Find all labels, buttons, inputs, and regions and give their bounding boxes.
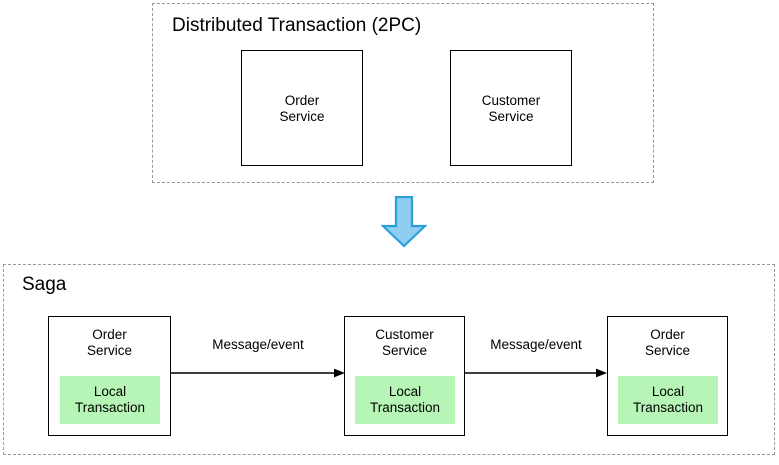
top-customer-service-box[interactable]: Customer Service: [450, 50, 572, 166]
distributed-transaction-title: Distributed Transaction (2PC): [172, 15, 422, 36]
connector-label-1: Message/event: [212, 337, 304, 352]
top-customer-service-label: Customer Service: [481, 93, 541, 124]
saga-order-service-label-2: Order Service: [644, 327, 690, 358]
saga-local-transaction-2: Local Transaction: [355, 376, 455, 424]
top-order-service-label: Order Service: [279, 93, 325, 124]
distributed-transaction-group: [152, 3, 654, 183]
saga-local-transaction-1: Local Transaction: [60, 376, 160, 424]
saga-customer-service-box[interactable]: Customer Service Local Transaction: [344, 316, 465, 436]
down-arrow-icon: [381, 196, 427, 248]
top-order-service-box[interactable]: Order Service: [241, 50, 363, 166]
connector-label-2: Message/event: [490, 337, 582, 352]
saga-order-service-box-2[interactable]: Order Service Local Transaction: [607, 316, 728, 436]
connector-arrow-1: [171, 366, 345, 380]
saga-group: [3, 264, 775, 455]
connector-arrow-2: [465, 366, 607, 380]
saga-customer-service-label: Customer Service: [375, 327, 434, 358]
saga-order-service-box-1[interactable]: Order Service Local Transaction: [48, 316, 171, 436]
saga-local-transaction-3: Local Transaction: [618, 376, 718, 424]
saga-title: Saga: [22, 274, 67, 295]
saga-order-service-label-1: Order Service: [86, 327, 132, 358]
